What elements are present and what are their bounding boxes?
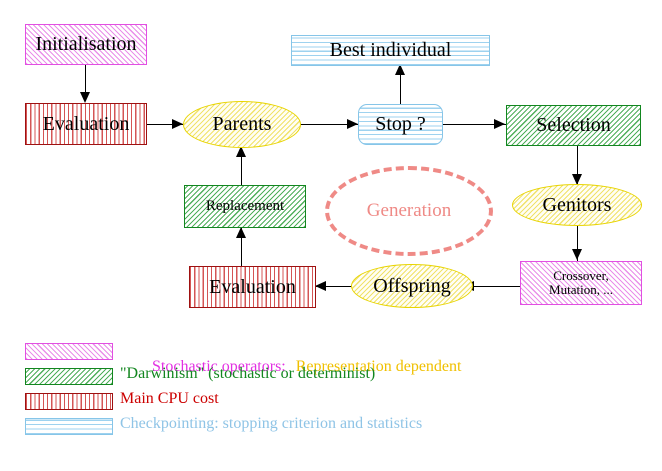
- node-parents[interactable]: Parents: [183, 101, 301, 148]
- node-selection-label: Selection: [536, 114, 611, 136]
- node-initialisation[interactable]: Initialisation: [25, 24, 147, 65]
- node-crossover-mutation-label: Crossover, Mutation, ...: [549, 268, 613, 297]
- legend-swatch-blue-horizontal-hatch-icon: [25, 418, 113, 435]
- node-evaluation-top-label: Evaluation: [42, 112, 130, 135]
- node-evaluation-top[interactable]: Evaluation: [25, 103, 147, 145]
- node-replacement-label: Replacement: [205, 197, 285, 214]
- node-best-individual[interactable]: Best individual: [291, 35, 490, 66]
- connector-eval-to-parents: [147, 124, 183, 126]
- legend-row-cpu-cost: Main CPU cost: [0, 390, 662, 415]
- node-selection[interactable]: Selection: [506, 105, 641, 146]
- legend-text-stochastic-secondary: Representation dependent: [295, 358, 462, 375]
- node-stop[interactable]: Stop ?: [358, 104, 443, 145]
- arrowhead-genitors-to-crossover: [572, 249, 582, 260]
- connector-offspring-to-eval: [315, 286, 360, 288]
- node-offspring-label: Offspring: [373, 274, 451, 297]
- legend-text-stochastic-main: Stochastic operators:: [152, 358, 286, 375]
- node-parents-label: Parents: [212, 113, 272, 135]
- arrowhead-offspring-to-eval: [315, 281, 326, 291]
- generation-ellipse: Generation: [325, 166, 493, 256]
- legend-swatch-red-vertical-hatch-icon: [25, 393, 113, 410]
- node-evaluation-bottom[interactable]: Evaluation: [189, 266, 316, 308]
- node-initialisation-label: Initialisation: [35, 33, 137, 55]
- legend: Stochastic operators: Representation depe…: [0, 340, 662, 440]
- arrowhead-eval-to-parents: [172, 119, 183, 129]
- node-genitors[interactable]: Genitors: [512, 184, 642, 226]
- legend-text-checkpointing: Checkpointing: stopping criterion and st…: [120, 415, 423, 432]
- legend-text-cpu-cost: Main CPU cost: [120, 390, 219, 407]
- connector-stop-to-best: [400, 66, 402, 106]
- arrowhead-replacement-to-parents: [236, 146, 246, 157]
- arrowhead-parents-to-stop: [347, 119, 358, 129]
- node-replacement[interactable]: Replacement: [184, 185, 306, 228]
- arrowhead-init-to-eval: [80, 92, 90, 103]
- node-crossover-mutation[interactable]: Crossover, Mutation, ...: [520, 261, 642, 305]
- arrowhead-selection-to-genitors: [572, 174, 582, 185]
- legend-swatch-green-diagonal-hatch-icon: [25, 368, 113, 385]
- legend-row-darwinism: "Darwinism" (stochastic or determinist): [0, 365, 662, 390]
- connector-selection-to-genitors: [577, 146, 579, 184]
- connector-genitors-to-crossover: [577, 225, 579, 261]
- connector-stop-to-selection: [443, 124, 506, 126]
- connector-init-to-eval: [85, 64, 87, 95]
- node-best-individual-label: Best individual: [329, 39, 452, 61]
- connector-crossover-to-offspring: [463, 286, 520, 288]
- arrowhead-stop-to-selection: [494, 119, 505, 129]
- arrowhead-eval-to-replacement: [236, 227, 246, 238]
- legend-text-stochastic: Stochastic operators: Representation depe…: [120, 340, 461, 394]
- node-stop-label: Stop ?: [375, 113, 426, 135]
- connector-eval-to-replacement: [241, 228, 243, 266]
- node-offspring[interactable]: Offspring: [351, 264, 473, 308]
- node-evaluation-bottom-label: Evaluation: [209, 275, 296, 298]
- legend-text-darwinism: "Darwinism" (stochastic or determinist): [120, 365, 376, 382]
- arrowhead-stop-to-best: [395, 64, 405, 75]
- legend-row-stochastic: Stochastic operators: Representation depe…: [0, 340, 662, 375]
- legend-swatch-magenta-diagonal-hatch-icon: [25, 343, 113, 360]
- node-genitors-label: Genitors: [542, 193, 612, 216]
- legend-row-checkpointing: Checkpointing: stopping criterion and st…: [0, 415, 662, 440]
- generation-label: Generation: [366, 200, 452, 221]
- connector-parents-to-stop: [300, 124, 358, 126]
- connector-replacement-to-parents: [241, 145, 243, 185]
